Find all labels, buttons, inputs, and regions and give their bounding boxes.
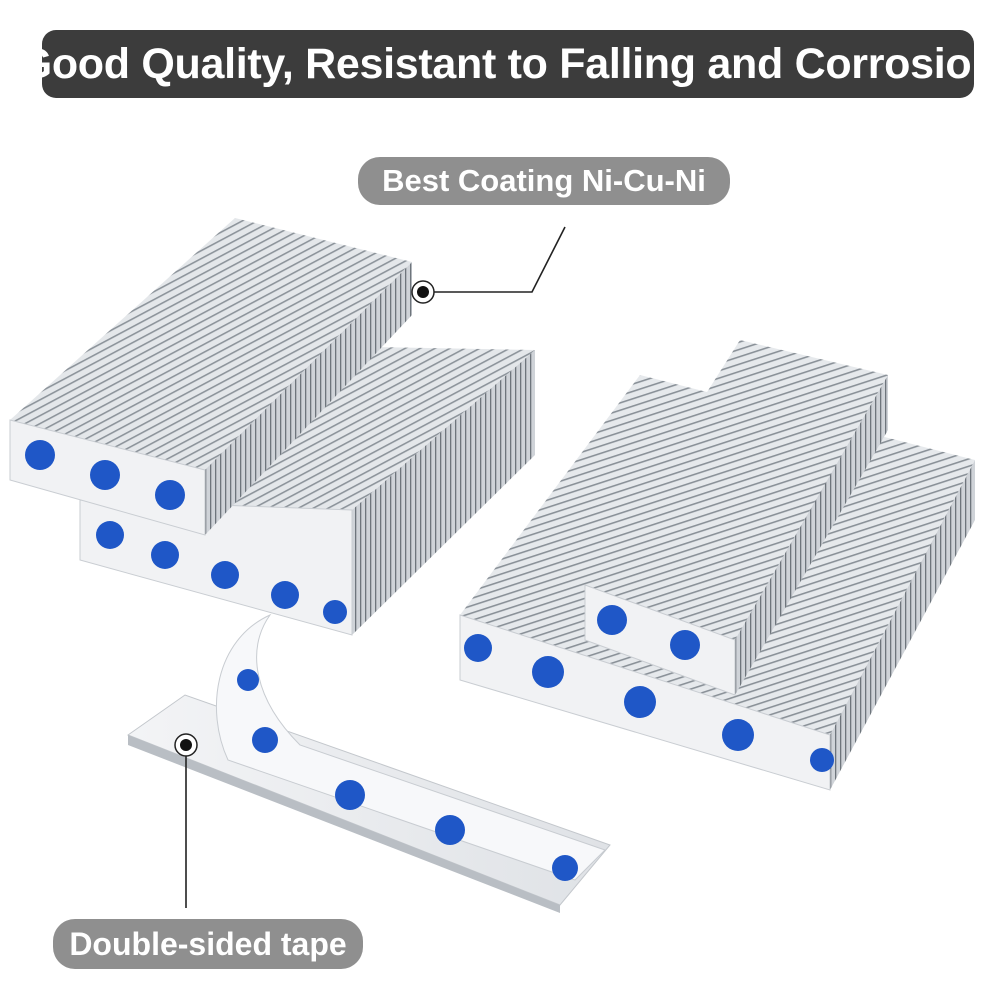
magnet-stack-left-upper: [9, 218, 412, 536]
tape-callout-line: [174, 733, 198, 908]
coating-callout-line: [411, 226, 566, 304]
peeled-tape-backing: [216, 613, 606, 881]
title-banner: Good Quality, Resistant to Falling and C…: [19, 30, 998, 98]
coating-label: Best Coating Ni-Cu-Ni: [358, 157, 730, 205]
magnet-stack-right-upper: [584, 340, 888, 696]
3m-logo-marks: [96, 521, 347, 624]
tape-label: Double-sided tape: [53, 919, 363, 969]
